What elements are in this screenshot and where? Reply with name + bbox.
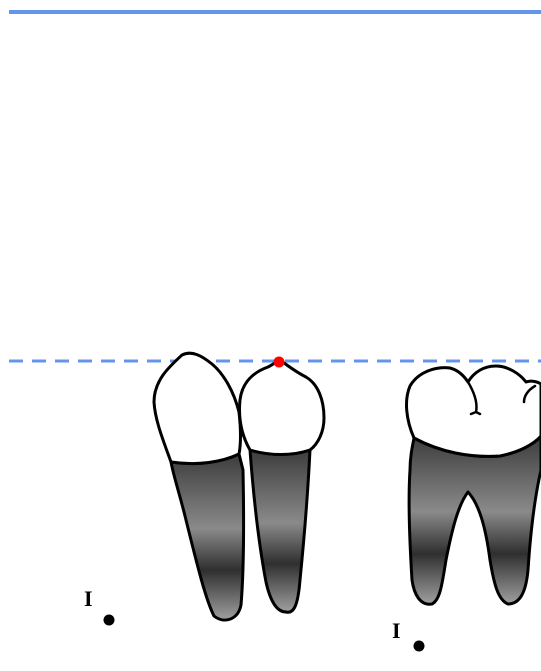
canine-tooth [154,353,244,620]
canine-crown [154,353,241,463]
premolar-root [250,450,310,612]
molar-tooth [407,366,541,604]
canine-root [171,454,244,620]
contact-point-marker [274,357,285,368]
right-marker-label: I [392,618,401,643]
molar-roots [409,436,541,604]
right-marker-dot [414,641,425,652]
left-marker-label: I [84,586,93,611]
premolar-crown [239,360,324,455]
premolar-tooth [239,357,324,613]
left-marker-dot [104,615,115,626]
molar-crown [407,366,541,456]
